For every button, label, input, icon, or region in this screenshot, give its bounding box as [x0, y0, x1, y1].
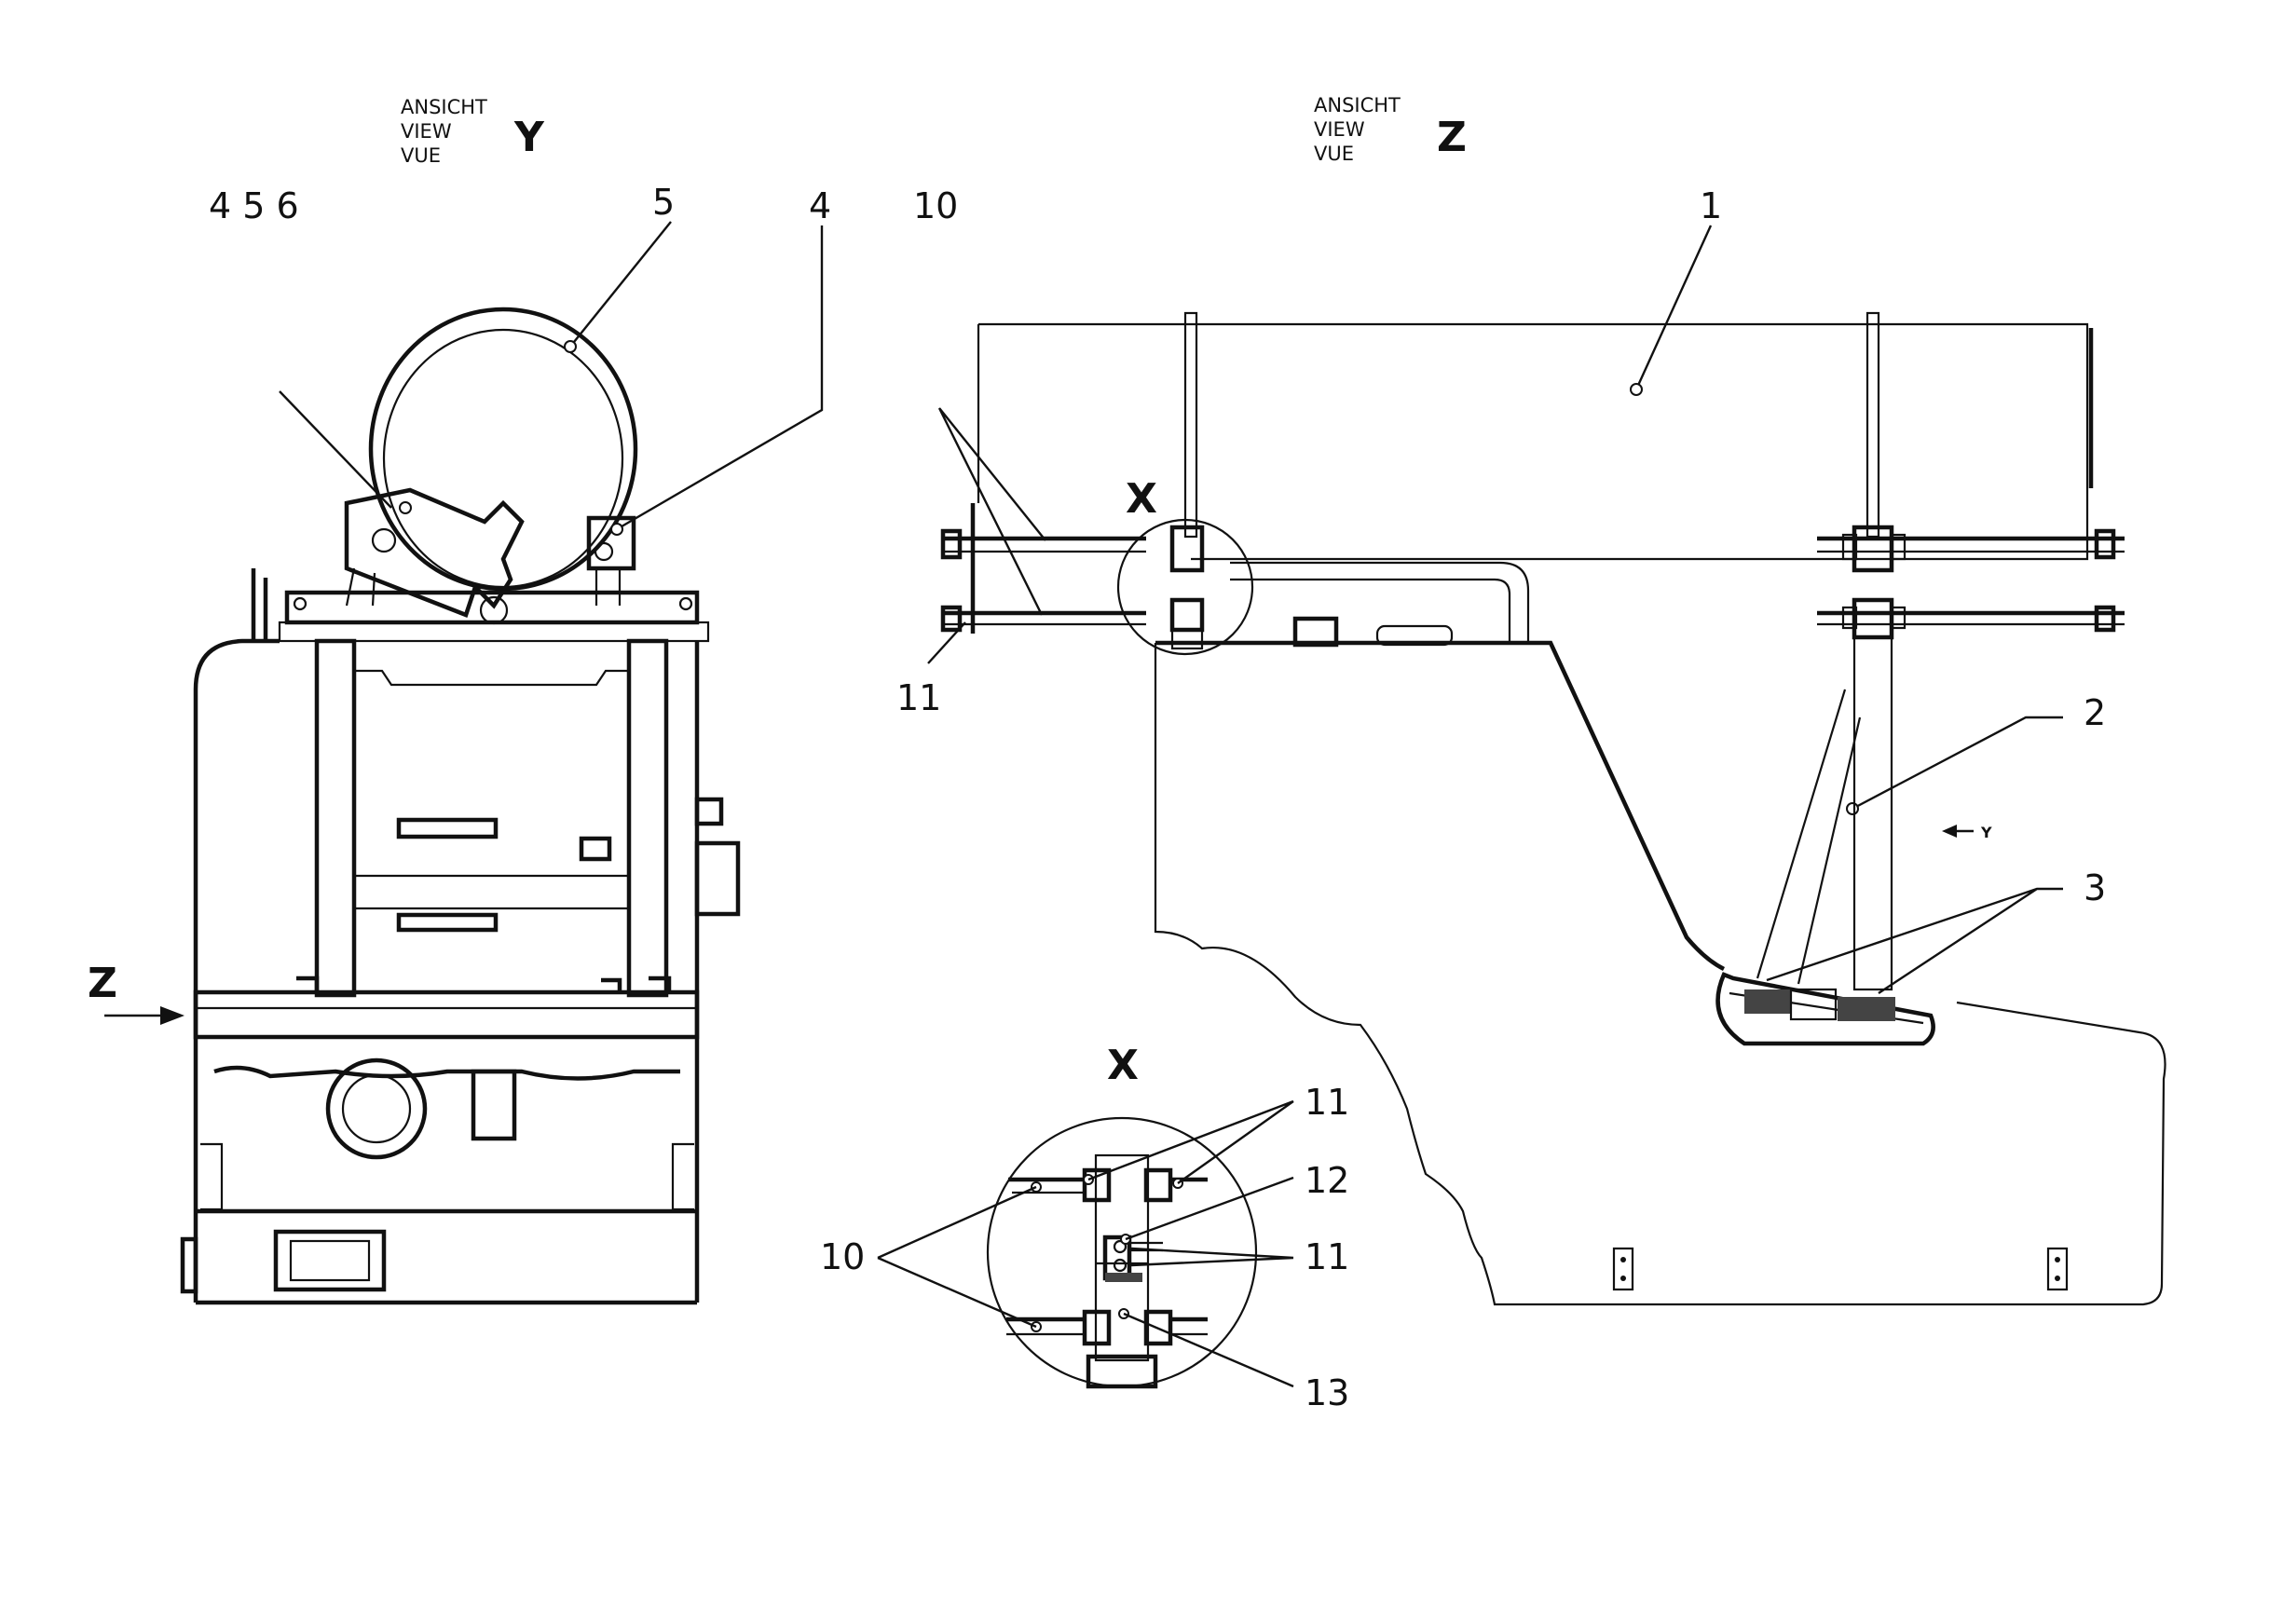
muffler-body [978, 322, 2089, 561]
view-y-title-line-1: ANSICHT [401, 96, 487, 118]
detail-x-circle-main [1116, 518, 1254, 656]
engine-body-outline [1155, 640, 1726, 972]
callout-1: 1 [1700, 185, 1722, 226]
engine-body-left-edge [193, 638, 280, 1303]
callout-456: 4 5 6 [209, 185, 299, 226]
arrow-z-head [160, 1006, 184, 1025]
support-post-left [314, 638, 357, 998]
view-z-title-line-2: VIEW [1314, 118, 1365, 141]
leader-4 [616, 225, 824, 531]
callout-5: 5 [652, 182, 675, 223]
view-z-title-line-3: VUE [1314, 143, 1354, 165]
leader-10-main [937, 407, 1046, 616]
callout-3: 3 [2084, 867, 2106, 908]
view-y-title-line-3: VUE [401, 144, 441, 167]
leader-12 [1125, 1176, 1294, 1241]
support-post-right [626, 638, 669, 998]
callout-10-main: 10 [913, 185, 958, 226]
callout-13: 13 [1305, 1372, 1349, 1413]
callout-11-inset-mid: 11 [1305, 1236, 1349, 1277]
leader-3 [1766, 887, 2063, 995]
callout-2: 2 [2084, 692, 2106, 733]
view-z-drawing: ANSICHT VIEW VUE Z 10 11 1 2 3 X [896, 94, 2166, 1306]
leader-11-inset-top [1087, 1099, 1294, 1184]
callout-4: 4 [809, 185, 831, 226]
leader-1 [1634, 225, 1713, 390]
support-strut [1756, 689, 1862, 985]
view-z-title-line-1: ANSICHT [1314, 94, 1401, 116]
engine-cutaway-edge [1154, 643, 2166, 1306]
leader-5 [569, 221, 672, 348]
detail-label-x-main: X [1126, 475, 1157, 523]
leader-456 [279, 390, 392, 509]
cross-rail [193, 989, 700, 1040]
exhaust-pipe [1230, 561, 1530, 643]
base-plate [273, 1229, 387, 1292]
detail-label-x-inset: X [1107, 1042, 1139, 1089]
support-leg [1852, 635, 1893, 991]
leader-10-inset [877, 1185, 1037, 1329]
callout-11-main: 11 [896, 677, 941, 718]
right-clamp-bracket [586, 515, 636, 571]
flywheel-housing [325, 1057, 428, 1160]
view-y-letter: Y [513, 114, 545, 161]
leader-11-inset-mid [1130, 1247, 1294, 1267]
arrow-y-label: Y [1980, 824, 1992, 841]
arrow-z-label: Z [88, 960, 117, 1007]
callout-11-inset-top: 11 [1305, 1082, 1349, 1123]
view-y-title-line-2: VIEW [401, 120, 452, 143]
left-clamp-bracket [344, 487, 525, 618]
leader-13 [1123, 1312, 1294, 1388]
callout-10-inset: 10 [820, 1236, 865, 1277]
callout-12: 12 [1305, 1160, 1349, 1201]
leader-2 [1852, 716, 2063, 811]
view-z-letter: Z [1437, 114, 1467, 161]
view-y-drawing: ANSICHT VIEW VUE Y 4 5 6 5 4 [88, 96, 831, 1305]
engine-mount [1715, 972, 1935, 1046]
detail-x-inset: X 11 12 11 10 1 [820, 1042, 1349, 1413]
